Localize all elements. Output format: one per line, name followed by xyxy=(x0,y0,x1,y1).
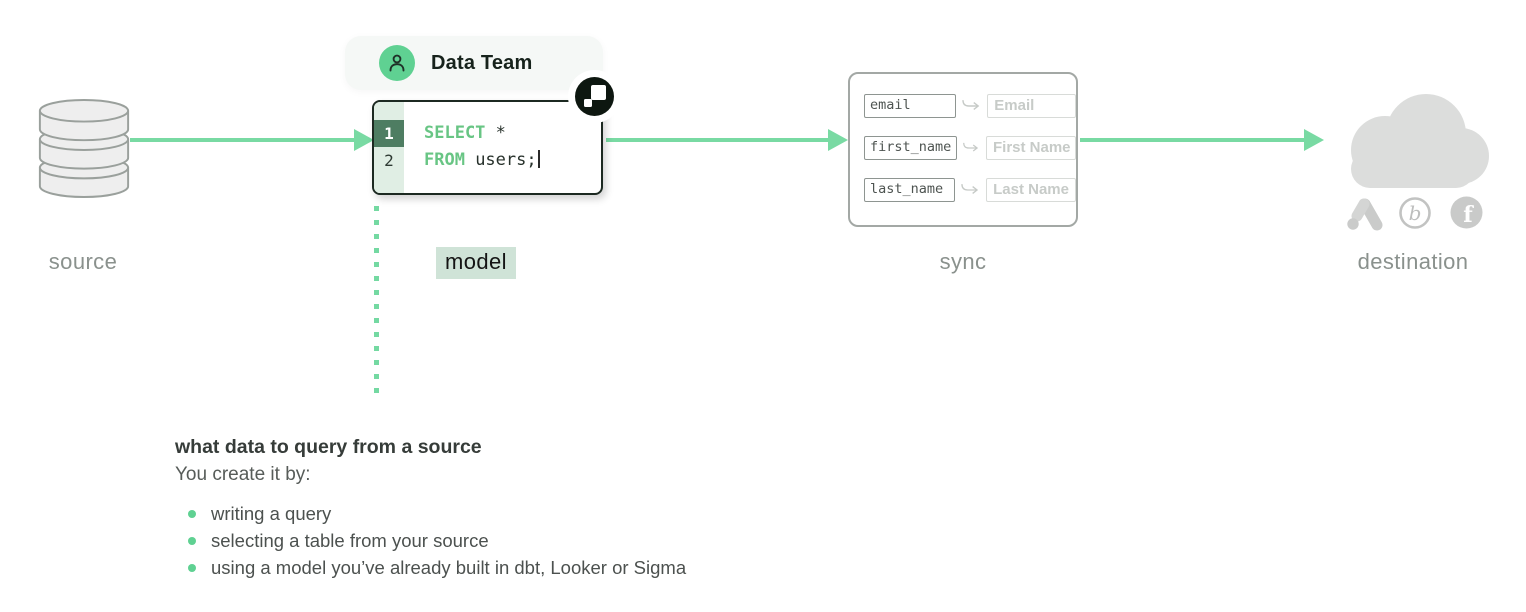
mapping-row: last_name Last Name xyxy=(864,178,1076,202)
braze-icon: b xyxy=(1398,196,1432,235)
person-icon xyxy=(379,45,415,81)
bullet-text: writing a query xyxy=(211,503,332,524)
notes-intro: You create it by: xyxy=(175,464,311,485)
stage-label-destination: destination xyxy=(1357,249,1469,274)
destination-field-box: First Name xyxy=(986,136,1076,160)
text-cursor xyxy=(537,150,540,168)
cloud-icon xyxy=(1333,92,1493,193)
sql-keyword: SELECT xyxy=(424,123,486,143)
data-team-label: Data Team xyxy=(431,51,533,74)
bullet-text: using a model you’ve already built in db… xyxy=(211,557,687,578)
destination-field-box: Email xyxy=(987,94,1076,118)
bullet-icon xyxy=(188,563,196,572)
dotted-connector xyxy=(374,206,379,402)
facebook-icon: f xyxy=(1450,196,1483,234)
logo-square-big xyxy=(591,85,606,100)
code-line-2: FROM users; xyxy=(424,147,540,174)
logo-square-small xyxy=(584,99,592,107)
stage-label-model: model xyxy=(436,247,516,279)
list-item: using a model you’ve already built in db… xyxy=(188,554,895,581)
sync-mapping-panel: email Email first_name First Name last_n… xyxy=(848,72,1078,227)
sql-text: * xyxy=(485,123,506,143)
stage-label-sync: sync xyxy=(939,249,987,274)
data-team-badge: Data Team xyxy=(345,36,603,90)
hightouch-logo-icon xyxy=(575,77,614,116)
google-ads-icon xyxy=(1346,198,1383,236)
line-number-gutter: 1 2 xyxy=(374,102,404,193)
sql-keyword: FROM xyxy=(424,150,465,170)
code-line-1: SELECT * xyxy=(424,120,540,147)
sql-text: users; xyxy=(464,150,537,170)
stage-label-model-wrap: model xyxy=(376,247,576,279)
svg-text:f: f xyxy=(1463,202,1474,228)
mapping-row: first_name First Name xyxy=(864,136,1076,160)
arrow-model-to-sync xyxy=(606,129,848,151)
sql-code-block: 1 2 SELECT * FROM users; xyxy=(372,100,603,195)
model-notes: what data to query from a source You cre… xyxy=(175,434,895,581)
list-item: writing a query xyxy=(188,500,895,527)
stage-label-source: source xyxy=(48,249,118,274)
notes-heading: what data to query from a source xyxy=(175,436,482,458)
destination-field-box: Last Name xyxy=(986,178,1076,202)
arrow-source-to-model xyxy=(130,129,374,151)
source-field-box: first_name xyxy=(864,136,957,160)
line-number: 2 xyxy=(384,151,394,170)
code-area: SELECT * FROM users; xyxy=(404,102,550,193)
notes-list: writing a query selecting a table from y… xyxy=(175,500,895,581)
svg-text:b: b xyxy=(1409,201,1422,225)
database-icon xyxy=(37,99,131,204)
bullet-text: selecting a table from your source xyxy=(211,530,489,551)
mapping-arrow-icon xyxy=(963,142,979,152)
mapping-arrow-icon xyxy=(960,184,978,194)
mapping-row: email Email xyxy=(864,94,1076,118)
source-field-box: email xyxy=(864,94,956,118)
bullet-icon xyxy=(188,509,196,518)
source-field-box: last_name xyxy=(864,178,955,202)
mapping-arrow-icon xyxy=(961,100,979,110)
list-item: selecting a table from your source xyxy=(188,527,895,554)
bullet-icon xyxy=(188,536,196,545)
arrow-sync-to-destination xyxy=(1080,129,1324,151)
line-number: 1 xyxy=(374,120,404,147)
